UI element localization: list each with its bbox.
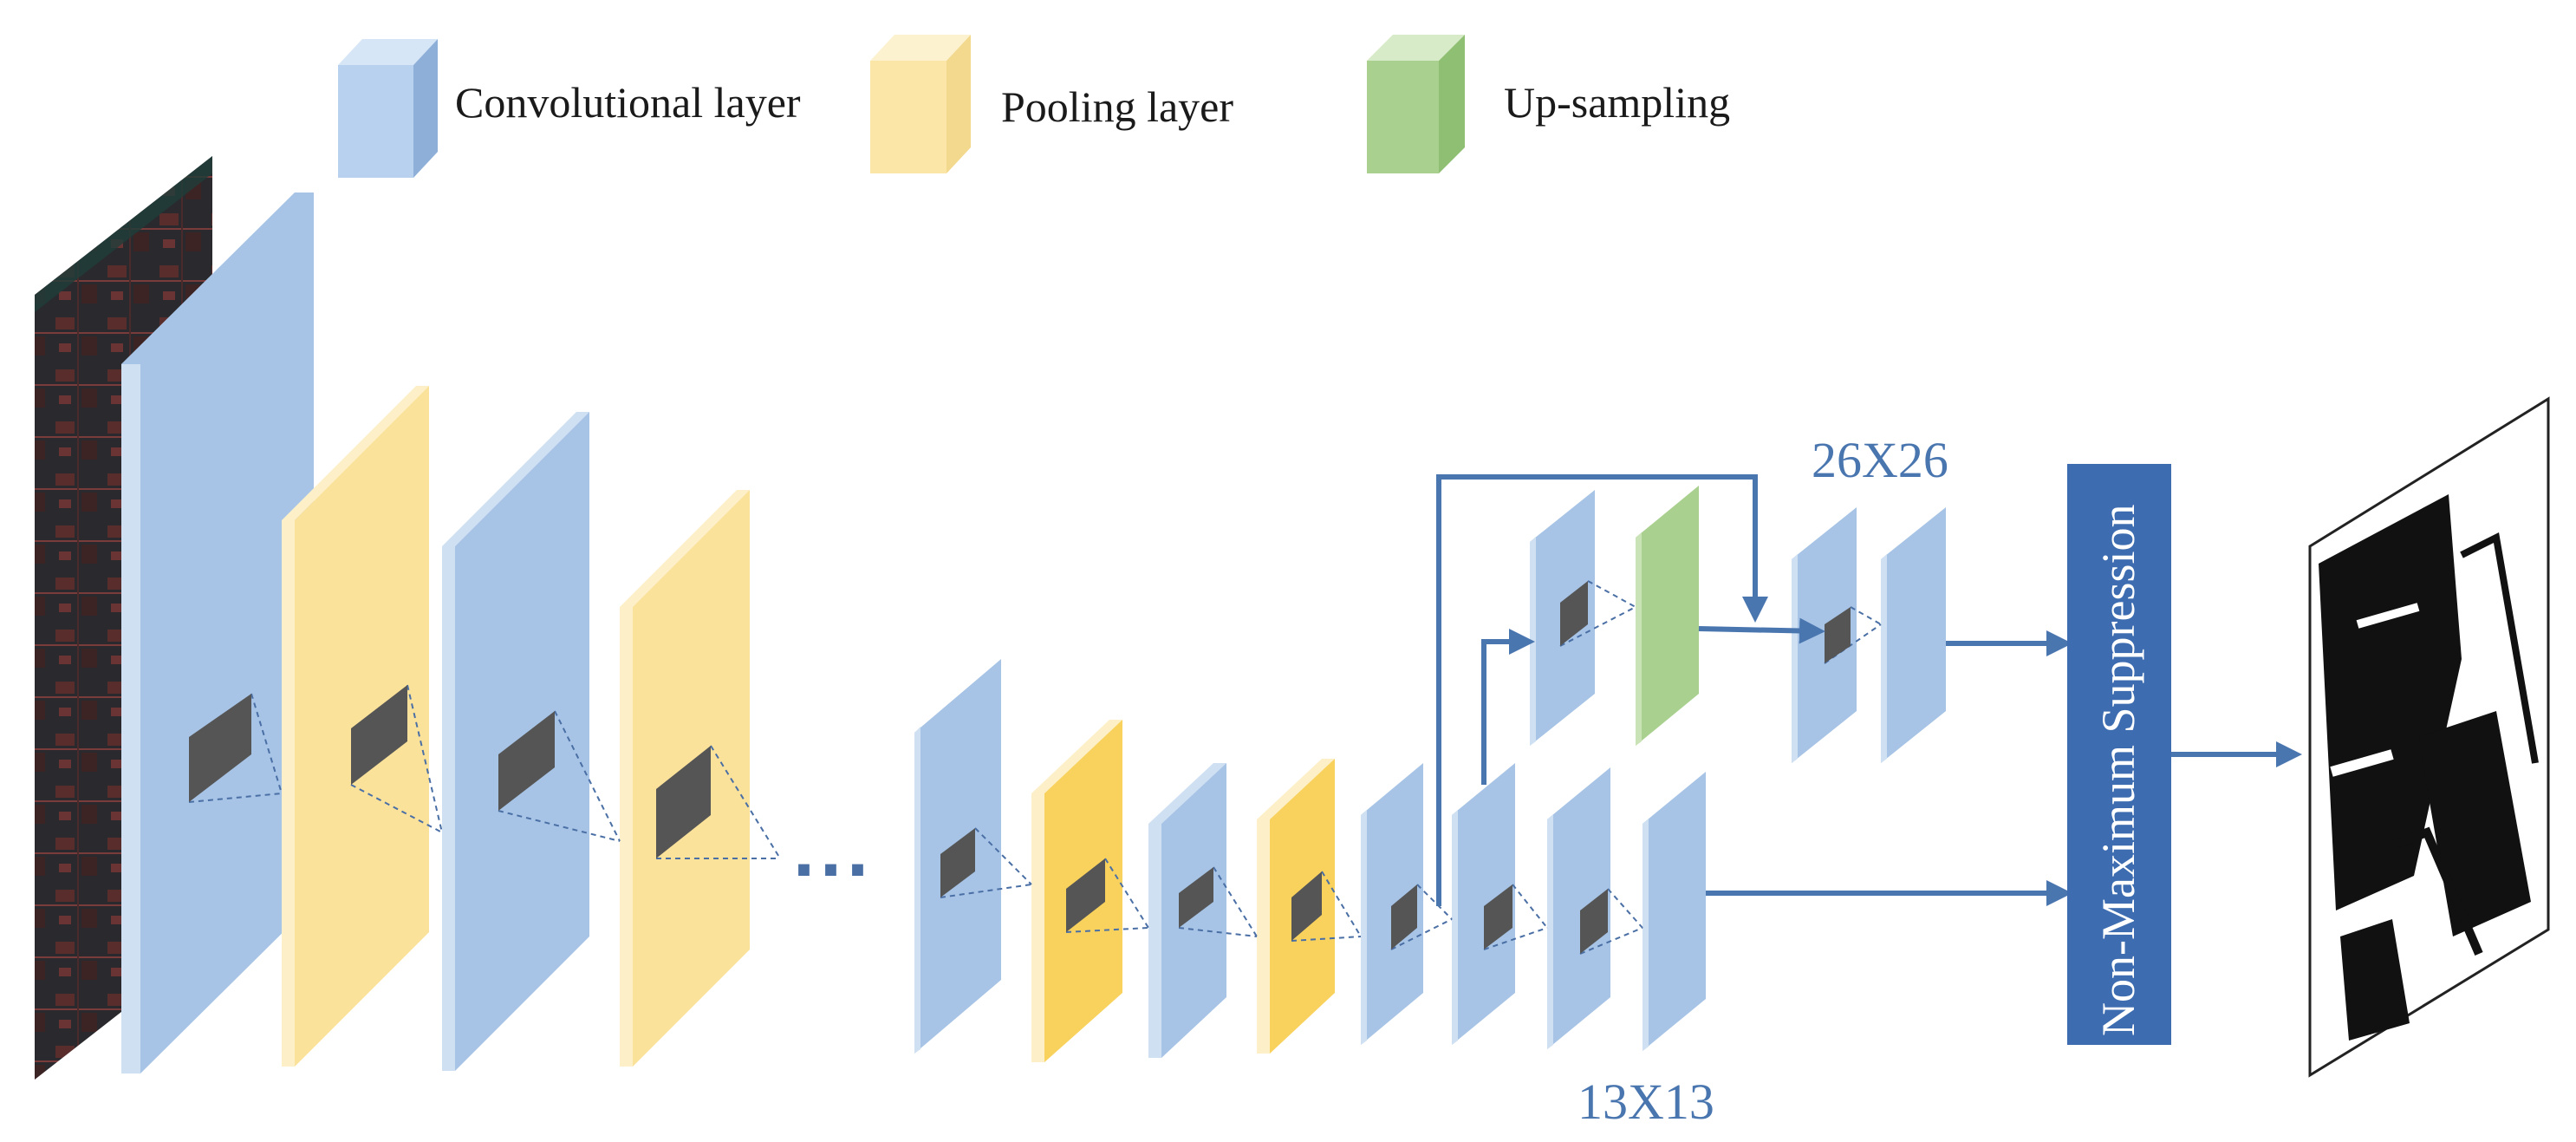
- lower-conv-3: [1643, 772, 1706, 1051]
- output-image: [2308, 396, 2550, 1078]
- ellipsis-dots: ...: [793, 806, 874, 893]
- legend-conv-label: Convolutional layer: [455, 78, 801, 127]
- layer-stack: [121, 193, 1946, 1073]
- lower-conv-2: [1547, 767, 1610, 1049]
- lower-conv-1: [1452, 763, 1515, 1045]
- legend: Convolutional layer Pooling layer Up-sam…: [338, 35, 1730, 178]
- connectors: [1436, 474, 2302, 906]
- kernel-patch: [1179, 867, 1213, 928]
- kernel-patch: [1825, 607, 1851, 663]
- kernel-patches: [189, 581, 1851, 954]
- nms-box: Non-Maximum Suppression: [2067, 464, 2171, 1045]
- kernel-patch: [1066, 858, 1105, 932]
- conv-layer-1: [121, 193, 314, 1073]
- kernel-patch: [1560, 581, 1588, 646]
- kernel-patch: [1291, 871, 1322, 941]
- legend-pool-cube-icon: [870, 35, 971, 173]
- kernel-patch: [940, 828, 975, 897]
- kernel-patch: [1484, 884, 1512, 949]
- upsample-layer: [1636, 486, 1699, 746]
- kernel-patch: [656, 746, 711, 858]
- nms-label: Non-Maximum Suppression: [2092, 505, 2144, 1037]
- kernel-patch: [1391, 884, 1417, 949]
- legend-upsample-label: Up-sampling: [1504, 78, 1730, 127]
- legend-pool-label: Pooling layer: [1001, 82, 1233, 131]
- route-skip-arrow: [1436, 474, 1768, 906]
- upper-conv-3: [1881, 507, 1946, 763]
- kernel-patch: [189, 694, 251, 802]
- size-label-26: 26X26: [1812, 432, 1948, 488]
- size-label-13: 13X13: [1577, 1073, 1714, 1130]
- kernel-patch: [1580, 889, 1608, 954]
- kernel-patch: [498, 711, 555, 811]
- kernel-patch: [351, 685, 407, 785]
- kernel-squares: [188, 580, 1882, 955]
- legend-upsample-cube-icon: [1367, 35, 1465, 173]
- route-upper-branch-arrow: [1481, 629, 1535, 785]
- legend-conv-cube-icon: [338, 39, 438, 178]
- conv-layer-5: [1361, 763, 1423, 1045]
- upsample-to-conv-arrow: [1698, 617, 1825, 644]
